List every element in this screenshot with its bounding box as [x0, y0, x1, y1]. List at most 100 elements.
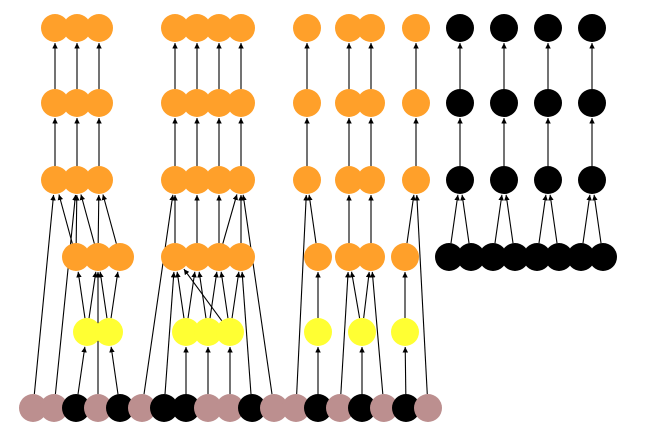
node-black-b4_1: [457, 243, 485, 271]
edge-y_4-to-o4_5: [219, 271, 229, 319]
node-yellow-y_7: [391, 318, 419, 346]
node-orange-o1_0: [41, 14, 69, 42]
node-pink-z_16: [370, 394, 398, 422]
node-orange-o3_6: [227, 166, 255, 194]
node-orange-o4_6: [227, 243, 255, 271]
node-black-z_10: [238, 394, 266, 422]
node-pink-z_12: [282, 394, 310, 422]
edge-layer: [33, 43, 602, 395]
node-yellow-y_2: [172, 318, 200, 346]
node-orange-o3_2: [85, 166, 113, 194]
edge-y_6-to-o4_8: [349, 271, 361, 319]
node-orange-o2_10: [402, 89, 430, 117]
edge-b4_4-to-b3_2: [538, 194, 548, 244]
edge-o4_0-to-o3_1: [73, 194, 80, 244]
node-black-b1_1: [490, 14, 518, 42]
edge-y_2-to-o4_4: [187, 271, 197, 319]
edge-y_1-to-o4_2: [110, 271, 120, 319]
node-orange-o4_1: [84, 243, 112, 271]
node-black-b2_2: [534, 89, 562, 117]
edge-o4_5-to-o3_6: [222, 194, 239, 244]
node-orange-o1_5: [205, 14, 233, 42]
node-black-b4_2: [479, 243, 507, 271]
node-black-b4_7: [589, 243, 617, 271]
node-black-b3_1: [490, 166, 518, 194]
node-orange-o1_6: [227, 14, 255, 42]
edge-z_10-to-o4_6: [239, 271, 252, 395]
node-black-b2_3: [578, 89, 606, 117]
node-orange-o2_6: [227, 89, 255, 117]
edge-y_4-to-o4_6: [231, 271, 241, 319]
node-pink-z_0: [19, 394, 47, 422]
edge-z_14-to-o4_8: [340, 271, 351, 395]
node-orange-o3_1: [63, 166, 91, 194]
node-yellow-y_1: [95, 318, 123, 346]
node-layer: [19, 14, 617, 422]
node-yellow-y_3: [194, 318, 222, 346]
node-black-z_13: [304, 394, 332, 422]
edge-o4_7-to-o3_7: [307, 194, 317, 244]
edge-z_0-to-o3_0: [33, 194, 56, 395]
edge-z_4-to-y_1: [109, 346, 119, 395]
edge-b4_6-to-b3_3: [582, 194, 592, 244]
edge-y_0-to-o4_1: [88, 271, 98, 319]
edge-b4_3-to-b3_1: [504, 194, 514, 244]
edge-b4_0-to-b3_0: [450, 194, 460, 244]
node-pink-z_8: [194, 394, 222, 422]
node-black-z_4: [106, 394, 134, 422]
edge-z_6-to-o4_3: [164, 271, 177, 395]
edge-z_16-to-o4_9: [370, 271, 384, 395]
node-black-b4_0: [435, 243, 463, 271]
node-orange-o4_3: [161, 243, 189, 271]
node-orange-o2_9: [357, 89, 385, 117]
node-pink-z_9: [216, 394, 244, 422]
node-black-z_7: [172, 394, 200, 422]
node-orange-o3_8: [335, 166, 363, 194]
node-orange-o4_9: [357, 243, 385, 271]
node-pink-z_3: [84, 394, 112, 422]
node-orange-o1_7: [293, 14, 321, 42]
edge-o4_0-to-o3_0: [57, 194, 73, 244]
node-orange-o1_10: [402, 14, 430, 42]
node-black-b1_2: [534, 14, 562, 42]
node-black-z_17: [392, 394, 420, 422]
node-black-b3_0: [446, 166, 474, 194]
node-orange-o3_7: [293, 166, 321, 194]
node-orange-o4_2: [106, 243, 134, 271]
node-yellow-y_4: [216, 318, 244, 346]
edge-y_0-to-o4_0: [76, 271, 86, 319]
edge-o4_1-to-o3_1: [79, 194, 95, 244]
edge-b4_1-to-b3_0: [460, 194, 470, 244]
node-orange-o2_1: [63, 89, 91, 117]
edge-b4_5-to-b3_2: [548, 194, 558, 244]
node-black-b3_2: [534, 166, 562, 194]
node-orange-o2_2: [85, 89, 113, 117]
node-black-b1_3: [578, 14, 606, 42]
edge-y_4-to-o4_3: [183, 268, 223, 322]
node-orange-o4_0: [62, 243, 90, 271]
edge-b4_2-to-b3_1: [494, 194, 504, 244]
node-black-z_2: [62, 394, 90, 422]
edge-o4_2-to-o3_2: [101, 194, 117, 244]
edge-b4_7-to-b3_3: [592, 194, 602, 244]
node-orange-o4_8: [335, 243, 363, 271]
node-pink-z_14: [326, 394, 354, 422]
node-yellow-y_5: [304, 318, 332, 346]
node-black-b4_3: [501, 243, 529, 271]
edge-z_1-to-o3_1: [54, 194, 78, 395]
edge-z_17-to-y_7: [402, 346, 409, 395]
node-orange-o1_8: [335, 14, 363, 42]
node-orange-o1_9: [357, 14, 385, 42]
node-yellow-y_0: [73, 318, 101, 346]
node-orange-o3_3: [161, 166, 189, 194]
node-orange-o2_3: [161, 89, 189, 117]
node-orange-o2_4: [183, 89, 211, 117]
edge-z_5-to-o3_3: [143, 194, 175, 395]
node-orange-o4_5: [205, 243, 233, 271]
node-orange-o3_0: [41, 166, 69, 194]
node-orange-o4_10: [391, 243, 419, 271]
edge-o4_1-to-o3_2: [95, 194, 102, 244]
edge-y_2-to-o4_3: [175, 271, 185, 319]
node-pink-z_5: [128, 394, 156, 422]
